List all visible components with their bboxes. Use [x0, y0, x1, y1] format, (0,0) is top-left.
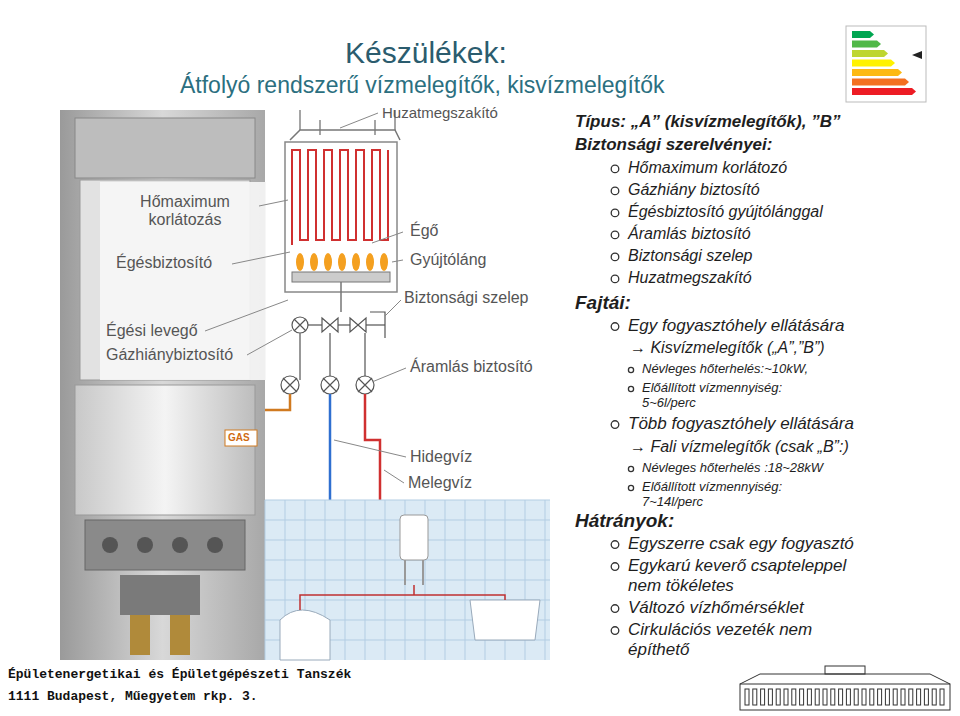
- building-logo: [740, 666, 950, 710]
- heading-text: Típus: „A” (kisvízmelegítők), ”B”: [575, 112, 840, 132]
- bullet-mark: [611, 605, 619, 613]
- bullet-mark: [611, 253, 619, 261]
- list-item: Biztonsági szelep: [628, 247, 753, 265]
- heater-schematic: [265, 110, 400, 500]
- bullet-mark: [628, 386, 633, 391]
- bullet-mark: [611, 209, 619, 217]
- footer-text: 1111 Budapest, Műegyetem rkp. 3.: [8, 690, 258, 705]
- bathroom-illustration: [265, 500, 550, 660]
- label-panel: [100, 182, 266, 380]
- list-item: Egyszerre csak egy fogyasztó: [628, 534, 854, 554]
- list-item: Változó vízhőmérséklet: [628, 598, 804, 618]
- part-label: Gázhiánybiztosító: [106, 346, 233, 364]
- list-item: Egy fogyasztóhely ellátására: [628, 316, 844, 336]
- label-panel: [398, 208, 550, 502]
- slide-subtitle: Átfolyó rendszerű vízmelegítők, kisvízme…: [180, 72, 664, 98]
- part-label: Égő: [410, 222, 438, 240]
- part-label: Gyújtóláng: [410, 251, 487, 269]
- footer-text: Épületenergetikai és Épületgépészeti Tan…: [8, 668, 351, 683]
- bullet-mark: [628, 367, 633, 372]
- list-item: Égésbiztosító gyújtólánggal: [628, 203, 823, 221]
- spec-item: Névleges hőterhelés :18~28kW: [642, 461, 823, 476]
- part-label: Hőmaximum korlátozás: [110, 193, 260, 230]
- spec-item: Névleges hőterhelés:~10kW,: [642, 362, 808, 377]
- list-item: Huzatmegszakító: [628, 269, 752, 287]
- heater-photo: [60, 110, 265, 660]
- heading-text: Hátrányok:: [575, 510, 674, 532]
- spec-item: Előállított vízmennyiség: 5~6l/perc: [642, 381, 817, 411]
- bullet-mark: [611, 165, 619, 173]
- part-label: Hidegvíz: [410, 448, 472, 466]
- spec-item: Előállított vízmennyiség: 7~14l/perc: [642, 480, 817, 510]
- list-item: Cirkulációs vezeték nem építhető: [628, 620, 843, 659]
- heading-text: Biztonsági szerelvényei:: [575, 135, 772, 155]
- bullet-mark: [611, 231, 619, 239]
- part-label: Biztonsági szelep: [404, 289, 529, 307]
- energy-label-icon: [846, 26, 926, 102]
- leader-lines: [205, 113, 406, 483]
- heading-text: Fajtái:: [575, 292, 631, 314]
- list-item: Több fogyasztóhely ellátására: [628, 414, 854, 434]
- list-item: Egykarú keverő csapteleppel nem tökélete…: [628, 556, 873, 595]
- bullet-mark: [611, 627, 619, 635]
- list-item: Hőmaximum korlátozó: [628, 159, 787, 177]
- bullet-mark: [611, 323, 619, 331]
- part-label: Melegvíz: [408, 474, 472, 492]
- list-item: → Fali vízmelegítők (csak „B”:): [630, 438, 849, 456]
- gas-mark: GAS: [228, 432, 250, 444]
- part-label: Égésbiztosító: [116, 254, 212, 272]
- bullet-mark: [611, 563, 619, 571]
- bullet-mark: [611, 275, 619, 283]
- part-label: Égési levegő: [106, 322, 198, 340]
- bullet-mark: [628, 485, 633, 490]
- list-item: → Kisvízmelegítők („A”,”B”): [630, 339, 825, 357]
- slide-title: Készülékek:: [345, 36, 507, 71]
- list-item: Gázhiány biztosító: [628, 181, 760, 199]
- bullet-mark: [611, 541, 619, 549]
- list-item: Áramlás biztosító: [628, 225, 751, 243]
- bullet-mark: [611, 187, 619, 195]
- bullet-mark: [628, 466, 633, 471]
- bullet-mark: [611, 421, 619, 429]
- part-label: Huzatmegszakító: [382, 104, 498, 121]
- part-label: Áramlás biztosító: [410, 358, 533, 376]
